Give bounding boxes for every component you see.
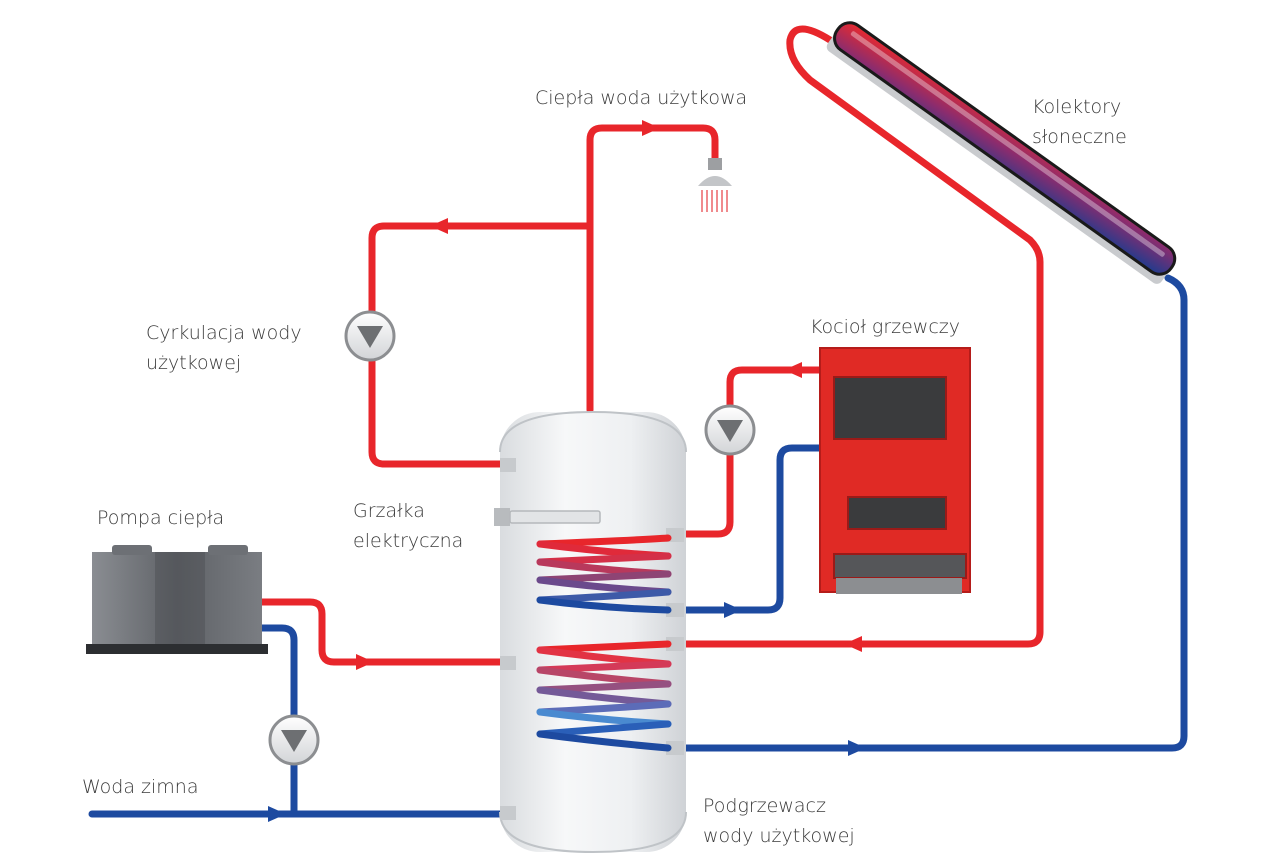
heatpump-cold-pipe [258,624,298,816]
shower-icon [698,158,732,212]
hot-water-label: Ciepła woda użytkowa [535,83,747,113]
cold-water-label: Woda zimna [82,772,199,802]
heat-pump-label: Pompa ciepła [97,503,224,533]
heat-pump [86,545,268,654]
cold-water-label-text: Woda zimna [82,776,199,798]
boiler [819,347,971,594]
heater-label-line2: elektryczna [353,530,464,552]
flow-arrows [268,120,866,822]
hot-water-pipe [586,124,719,414]
pump-icon [704,404,756,456]
pump-icon [268,714,320,766]
heat-pump-label-text: Pompa ciepła [97,507,225,529]
tank-label-line2: wody użytkowej [703,825,855,847]
heatpump-hot-pipe [258,598,509,666]
boiler-return-pipe [668,444,826,614]
tank-label: Podgrzewacz wody użytkowej [703,791,855,851]
circulation-label: Cyrkulacja wody użytkowej [146,318,302,378]
storage-tank [494,410,687,854]
circulation-label-line1: Cyrkulacja wody [146,322,302,344]
hot-water-label-text: Ciepła woda użytkowa [535,87,748,109]
circulation-label-line2: użytkowej [146,352,242,374]
solar-hot-pipe [668,25,1044,648]
solar-label-line1: Kolektory [1032,96,1122,118]
solar-collectors-label: Kolektory słoneczne [1032,92,1127,152]
tank-label-line1: Podgrzewacz [703,795,826,817]
boiler-label-text: Kocioł grzewczy [810,316,961,338]
pump-icon [344,310,396,362]
solar-label-line2: słoneczne [1032,126,1127,148]
lower-coil [536,640,672,752]
boiler-label: Kocioł grzewczy [810,312,960,342]
solar-cold-pipe [668,274,1188,752]
upper-coil [536,534,672,614]
electric-heater-label: Grzałka elektryczna [353,496,463,556]
boiler-supply-pipe [668,366,824,538]
electric-heater-rod [494,508,510,526]
solar-collector [826,21,1177,284]
heater-label-line1: Grzałka [353,500,425,522]
